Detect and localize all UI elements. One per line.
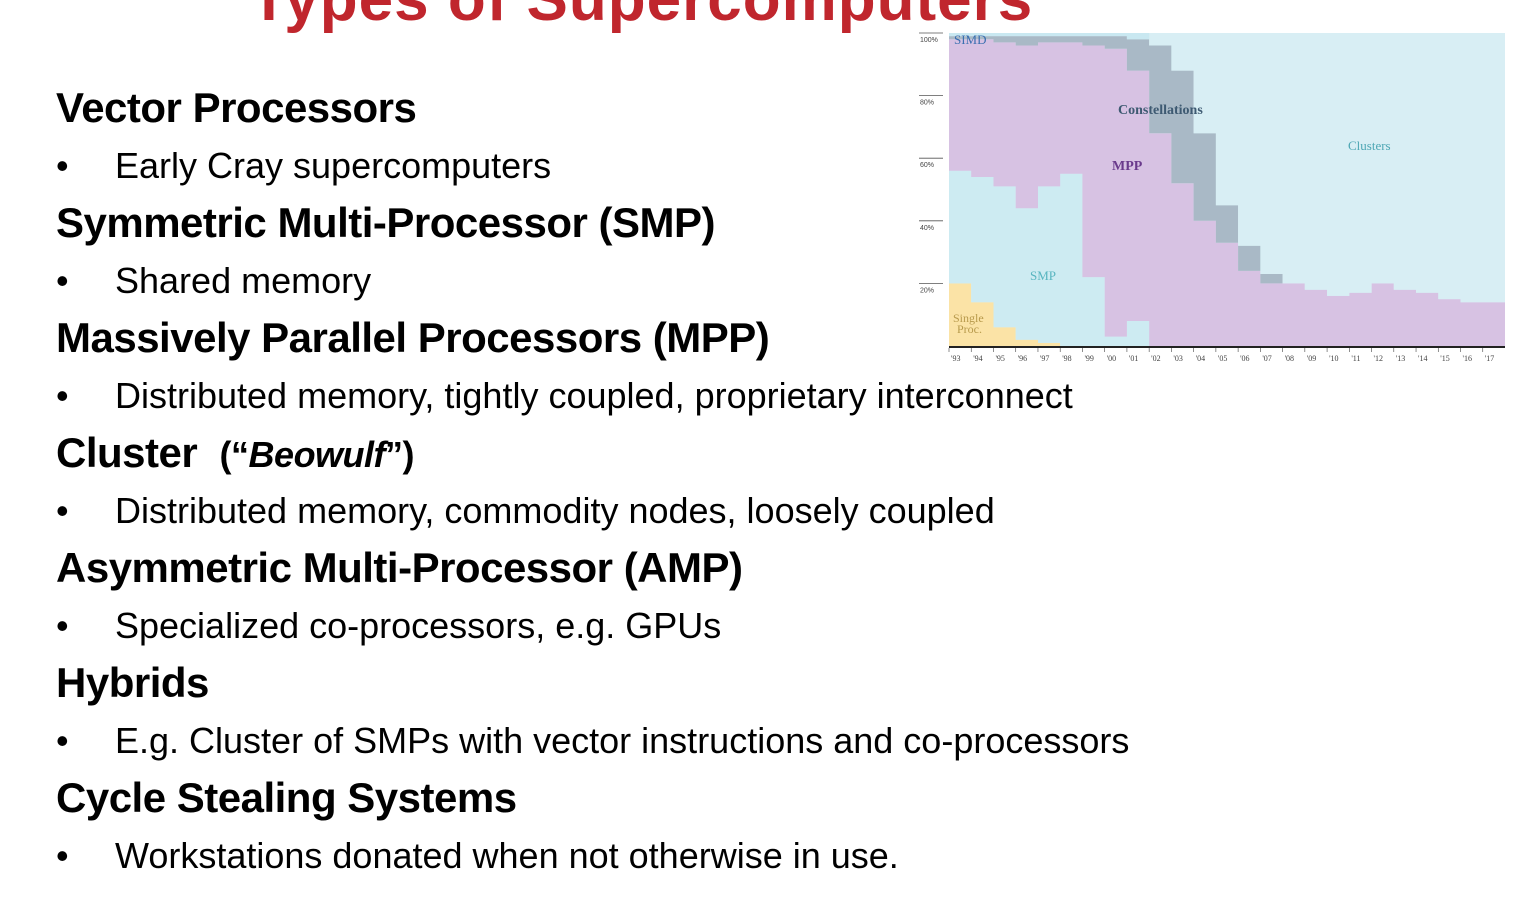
bullet-text: E.g. Cluster of SMPs with vector instruc… — [115, 720, 1130, 761]
heading-amp: Asymmetric Multi-Processor (AMP) — [56, 544, 743, 591]
series-area-smp — [949, 170, 1505, 346]
heading-cluster: Cluster (“Beowulf”) — [56, 425, 1356, 482]
bullet-dot: • — [56, 490, 69, 531]
x-tick-label: '94 — [973, 354, 982, 363]
bullet-vector: • Early Cray supercomputers — [56, 137, 1356, 195]
series-area-single-proc — [949, 283, 1505, 346]
x-tick-label: '12 — [1374, 354, 1383, 363]
x-tick-label: '04 — [1196, 354, 1205, 363]
x-tick-label: '97 — [1040, 354, 1049, 363]
slide-content: Vector Processors • Early Cray supercompu… — [56, 80, 1356, 885]
bullet-text: Early Cray supercomputers — [115, 145, 552, 186]
series-area-mpp — [949, 39, 1505, 347]
y-tick-label: 80% — [920, 100, 934, 107]
heading-cycle-stealing: Cycle Stealing Systems — [56, 774, 517, 821]
bullet-dot: • — [56, 720, 69, 761]
architecture-share-chart: 100% 80% 60% 40% 20% '93 '94 '95 '96 '97 '98 '99 '00… — [915, 30, 1510, 370]
x-tick-label: '05 — [1218, 354, 1227, 363]
beowulf-em: Beowulf — [248, 434, 386, 475]
heading-cluster-main: Cluster — [56, 429, 198, 476]
x-tick-label: '95 — [995, 354, 1004, 363]
x-tick-label: '08 — [1285, 354, 1294, 363]
y-tick-label: 60% — [920, 162, 934, 169]
x-tick-label: '16 — [1463, 354, 1472, 363]
x-tick-label: '09 — [1307, 354, 1316, 363]
series-label-mpp: MPP — [1112, 159, 1143, 174]
series-label-single: Single — [953, 311, 984, 325]
y-tick-label: 100% — [920, 37, 938, 44]
series-label-proc: Proc. — [957, 322, 982, 336]
x-tick-label: '11 — [1351, 354, 1360, 363]
bullet-text: Shared memory — [115, 260, 372, 301]
bullet-mpp: • Distributed memory, tightly coupled, pr… — [56, 367, 1356, 425]
series-label-simd: SIMD — [954, 32, 987, 47]
series-area-simd — [949, 33, 1505, 40]
x-tick-label: '96 — [1018, 354, 1027, 363]
bullet-hybrids: • E.g. Cluster of SMPs with vector instru… — [56, 712, 1356, 770]
slide-title: Types of Supercomputers — [250, 0, 1033, 35]
x-tick-label: '98 — [1062, 354, 1071, 363]
series-label-constellations: Constellations — [1118, 103, 1203, 118]
x-tick-label: '93 — [951, 354, 960, 363]
heading-mpp: Massively Parallel Processors (MPP) — [56, 314, 770, 361]
bullet-dot: • — [56, 605, 69, 646]
x-tick-label: '14 — [1418, 354, 1427, 363]
heading-hybrids: Hybrids — [56, 659, 209, 706]
x-tick-label: '99 — [1084, 354, 1093, 363]
x-tick-label: '13 — [1396, 354, 1405, 363]
heading-cluster-sub: (“Beowulf”) — [220, 434, 415, 475]
x-tick-label: '07 — [1262, 354, 1271, 363]
y-tick-label: 40% — [920, 225, 934, 232]
x-tick-label: '01 — [1129, 354, 1138, 363]
bullet-text: Specialized co-processors, e.g. GPUs — [115, 605, 722, 646]
bullet-dot: • — [56, 835, 69, 876]
bullet-amp: • Specialized co-processors, e.g. GPUs — [56, 597, 1356, 655]
chart-svg: 100% 80% 60% 40% 20% '93 '94 '95 '96 '97 '98 '99 '00… — [919, 32, 1505, 363]
x-tick-label: '06 — [1240, 354, 1249, 363]
series-area-clusters — [949, 33, 1505, 303]
bullet-dot: • — [56, 145, 69, 186]
bullet-dot: • — [56, 260, 69, 301]
paren-open: (“ — [219, 434, 250, 475]
x-tick-label: '00 — [1107, 354, 1116, 363]
heading-smp: Symmetric Multi-Processor (SMP) — [56, 199, 716, 246]
x-tick-label: '17 — [1485, 354, 1494, 363]
bullet-text: Workstations donated when not otherwise … — [115, 835, 899, 876]
bullet-smp: • Shared memory — [56, 252, 1356, 310]
bullet-cycle-stealing: • Workstations donated when not otherwise… — [56, 827, 1356, 885]
x-tick-label: '10 — [1329, 354, 1338, 363]
bullet-text: Distributed memory, commodity nodes, loo… — [115, 490, 995, 531]
x-tick-label: '15 — [1440, 354, 1449, 363]
y-tick-label: 20% — [920, 287, 934, 294]
bullet-cluster: • Distributed memory, commodity nodes, lo… — [56, 482, 1356, 540]
x-tick-label: '02 — [1151, 354, 1160, 363]
bullet-text: Distributed memory, tightly coupled, pro… — [115, 375, 1073, 416]
series-label-clusters: Clusters — [1348, 138, 1391, 153]
x-tick-label: '03 — [1173, 354, 1182, 363]
bullet-dot: • — [56, 375, 69, 416]
series-label-smp: SMP — [1030, 268, 1056, 283]
paren-close: ”) — [385, 434, 415, 475]
heading-vector-processors: Vector Processors — [56, 84, 417, 131]
